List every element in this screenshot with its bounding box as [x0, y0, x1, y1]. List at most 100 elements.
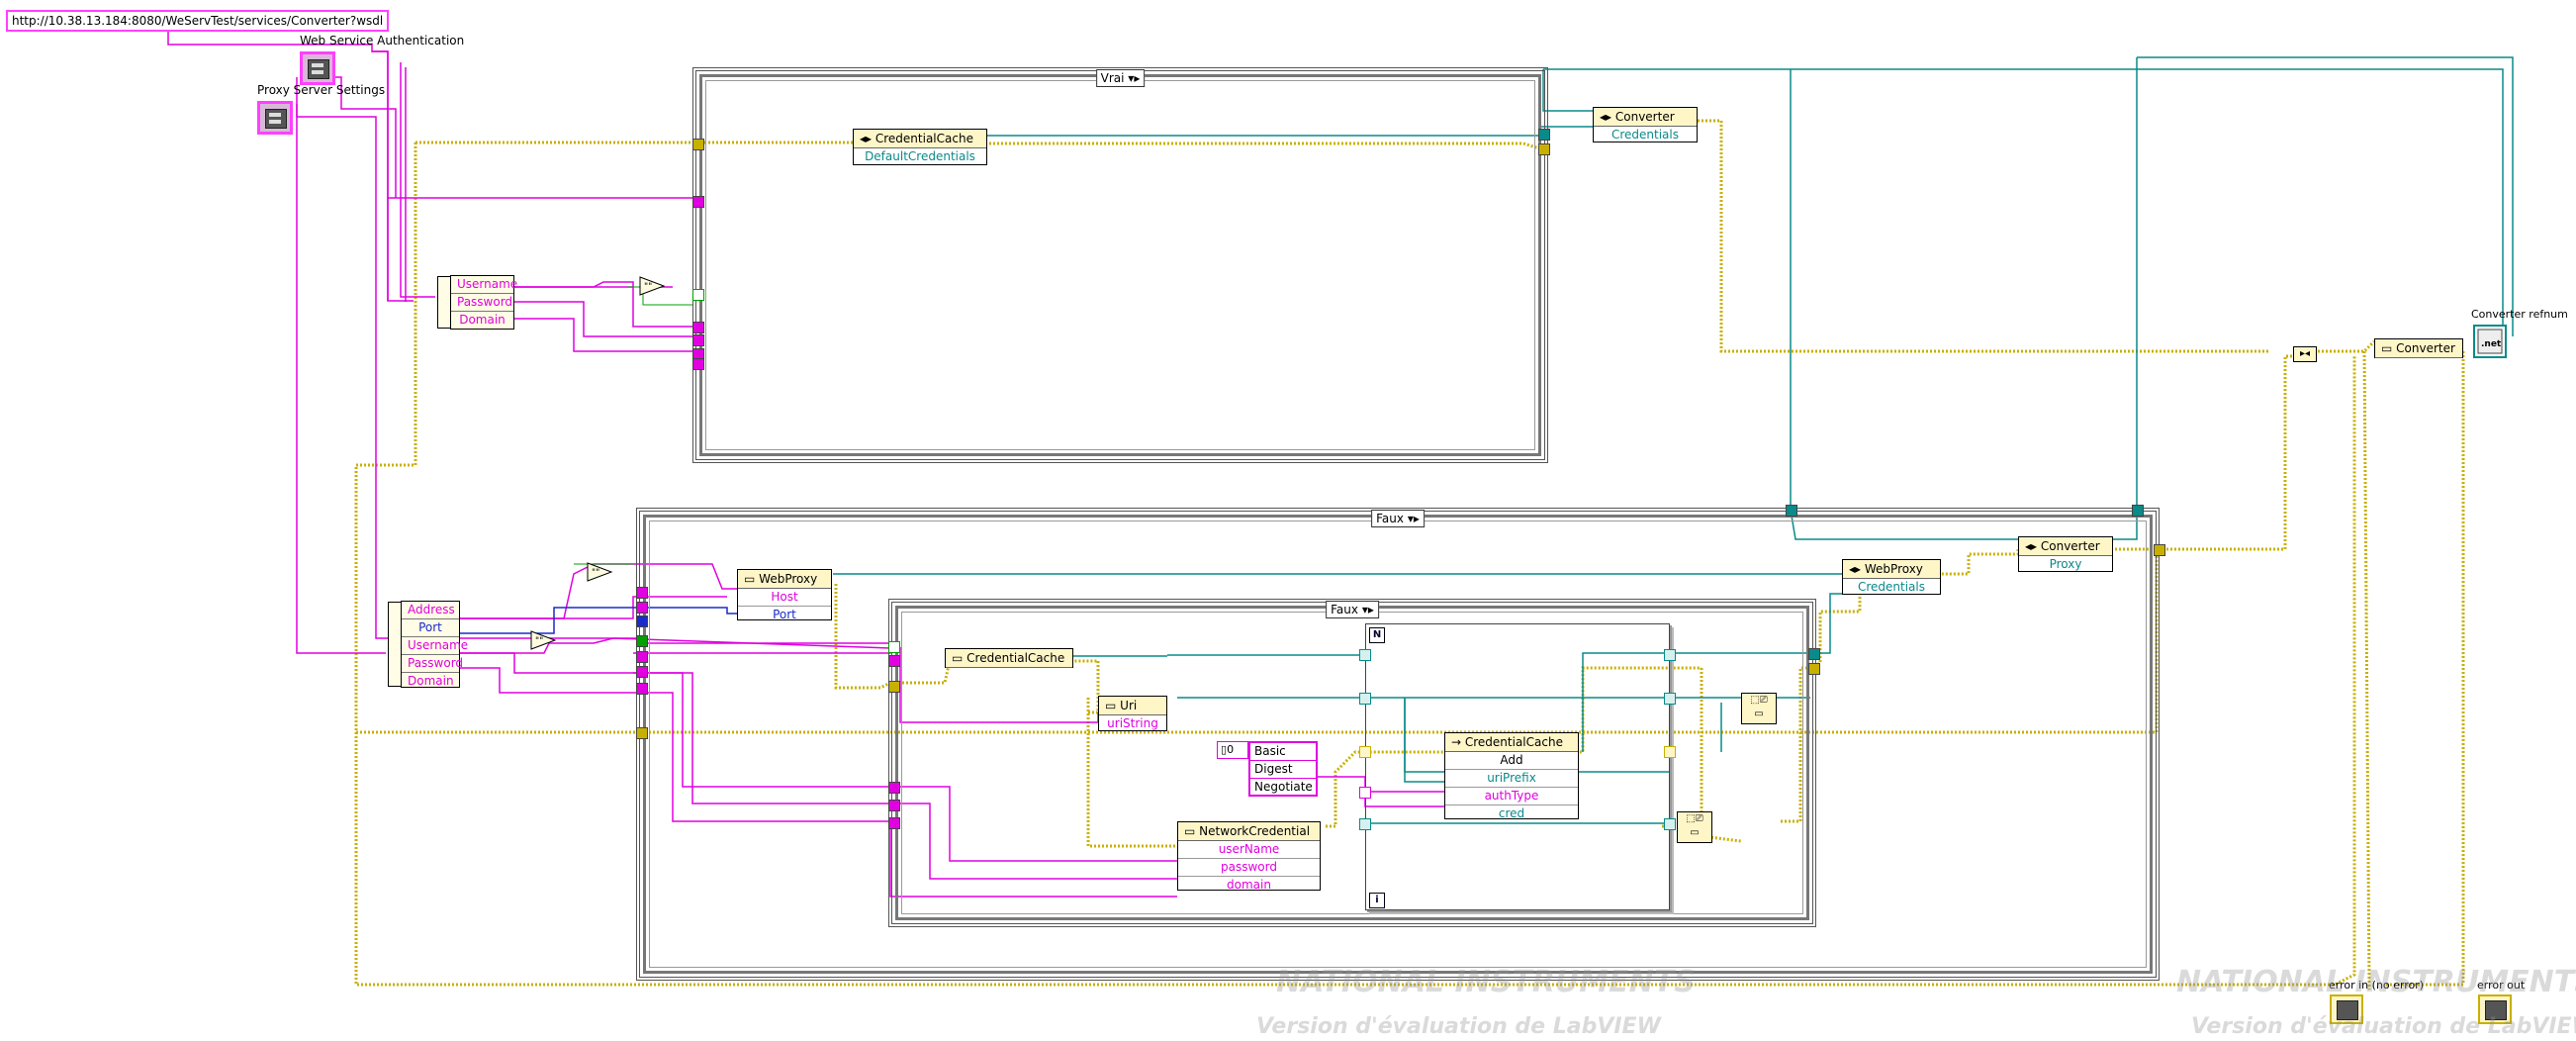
credential-cache-add-method[interactable]: → CredentialCache Add uriPrefix authType… — [1444, 732, 1579, 820]
case-selector-inner[interactable]: Faux ▾▸ — [1326, 601, 1379, 618]
svg-text:"": "" — [644, 282, 652, 292]
case-tunnel — [636, 602, 648, 614]
webproxy-constructor[interactable]: ▭ WebProxy Host Port — [737, 569, 832, 621]
case-tunnel — [692, 196, 704, 208]
loop-tunnel — [1664, 649, 1676, 661]
loop-count-terminal: N — [1369, 627, 1385, 643]
case-tunnel — [636, 727, 648, 739]
unbundle-item: Username — [402, 637, 468, 655]
unbundle-item: Password — [451, 294, 513, 312]
case-tunnel — [1808, 648, 1820, 660]
uri-constructor[interactable]: ▭ Uri uriString — [1098, 696, 1167, 731]
network-credential-header: ▭ NetworkCredential — [1178, 822, 1320, 841]
case-tunnel — [1786, 505, 1797, 517]
loop-tunnel — [1664, 746, 1676, 758]
case-structure-inner[interactable]: Faux ▾▸ — [888, 599, 1816, 927]
default-credentials-item: DefaultCredentials — [865, 149, 975, 163]
converter-constructor[interactable]: ▭ Converter — [2374, 338, 2463, 358]
auth-type-ring[interactable]: Basic Digest Negotiate — [1248, 741, 1318, 797]
empty-string-test-icon[interactable]: "" — [638, 275, 668, 297]
credential-cache-header: ◂▸ CredentialCache — [854, 130, 986, 148]
web-service-auth-control[interactable] — [300, 51, 335, 85]
converter-proxy-item: Proxy — [2049, 557, 2082, 571]
case-tunnel — [692, 139, 704, 150]
converter-proxy-header: ◂▸ Converter — [2019, 537, 2112, 556]
case-tunnel — [2154, 544, 2165, 556]
close-reference-icon[interactable]: ⬚⎚▭ — [1741, 693, 1777, 724]
loop-tunnel — [1359, 818, 1371, 830]
empty-string-test-icon[interactable]: "" — [586, 561, 615, 583]
webproxy-header: ▭ WebProxy — [738, 570, 831, 589]
ni-watermark-text: Version d'évaluation de LabVIEW — [2191, 1014, 2576, 1039]
loop-tunnel — [1359, 746, 1371, 758]
case-tunnel — [1538, 143, 1550, 155]
ni-watermark-brand: NATIONAL INSTRUMENTS — [1276, 965, 1696, 999]
case-structure-true[interactable]: Vrai ▾▸ — [692, 67, 1548, 463]
unbundle-auth[interactable]: Username Password Domain — [437, 275, 517, 330]
network-credential-constructor[interactable]: ▭ NetworkCredential userName password do… — [1177, 821, 1321, 892]
case-selector-false[interactable]: Faux ▾▸ — [1371, 510, 1425, 527]
network-credential-input: domain — [1227, 878, 1271, 892]
error-out-indicator[interactable] — [2478, 994, 2512, 1024]
ni-watermark-text: Version d'évaluation de LabVIEW — [1256, 1014, 1661, 1039]
case-selector-true[interactable]: Vrai ▾▸ — [1095, 69, 1146, 87]
case-tunnel — [636, 587, 648, 599]
converter-proxy-node[interactable]: ◂▸ Converter Proxy — [2018, 536, 2113, 572]
case-tunnel — [636, 651, 648, 663]
uri-string-input: uriString — [1107, 716, 1158, 730]
credential-cache-constructor[interactable]: ▭ CredentialCache — [945, 648, 1073, 668]
case-tunnel — [636, 666, 648, 678]
credential-cache-property-node[interactable]: ◂▸ CredentialCache DefaultCredentials — [853, 129, 987, 165]
cluster-icon — [2485, 1000, 2507, 1020]
webproxy-property-node[interactable]: ◂▸ WebProxy Credentials — [1842, 559, 1941, 595]
auth-type-option: Negotiate — [1254, 780, 1313, 794]
unbundle-item: Domain — [408, 674, 454, 688]
network-credential-input: password — [1178, 859, 1320, 877]
network-credential-input: userName — [1178, 841, 1320, 859]
unbundle-item: Password — [402, 655, 463, 673]
loop-tunnel — [1359, 649, 1371, 661]
credential-cache-ctor-header: ▭ CredentialCache — [946, 649, 1072, 668]
case-tunnel — [692, 322, 704, 333]
ring-index-constant[interactable]: ▯0 — [1217, 741, 1248, 759]
error-in-control[interactable] — [2330, 994, 2363, 1024]
loop-tunnel — [1664, 818, 1676, 830]
svg-text:.net: .net — [2481, 339, 2502, 349]
proxy-settings-control[interactable] — [257, 101, 293, 135]
credentials-item: Credentials — [1610, 128, 1679, 142]
case-tunnel — [1808, 663, 1820, 675]
case-tunnel — [692, 334, 704, 346]
uri-header: ▭ Uri — [1099, 697, 1166, 715]
add-input: authType — [1445, 788, 1578, 805]
case-tunnel — [636, 635, 648, 647]
web-service-auth-label: Web Service Authentication — [300, 34, 465, 47]
loop-tunnel — [1359, 693, 1371, 705]
unbundle-item: Domain — [459, 313, 506, 327]
add-method-name: Add — [1445, 752, 1578, 770]
case-structure-false[interactable]: Faux ▾▸ — [636, 508, 2160, 981]
merge-errors-node[interactable]: ▸◂ — [2293, 346, 2317, 362]
empty-string-test-icon[interactable]: "" — [529, 629, 559, 651]
case-tunnel — [888, 641, 900, 653]
close-reference-icon[interactable]: ⬚⎚▭ — [1677, 811, 1712, 843]
converter-refnum-label: Converter refnum — [2471, 308, 2568, 321]
unbundle-rail — [388, 602, 402, 687]
auth-type-option: Basic — [1250, 743, 1316, 761]
cluster-icon — [265, 109, 287, 129]
webproxy-prop-header: ◂▸ WebProxy — [1843, 560, 1940, 579]
converter-node-header: ◂▸ Converter — [1594, 108, 1697, 127]
loop-tunnel — [1359, 787, 1371, 799]
case-tunnel — [2132, 505, 2144, 517]
unbundle-proxy[interactable]: Address Port Username Password Domain — [388, 601, 468, 688]
for-loop[interactable] — [1365, 623, 1670, 910]
proxy-settings-label: Proxy Server Settings — [257, 83, 386, 97]
unbundle-item: Username — [451, 276, 517, 294]
wsdl-url-constant[interactable]: http://10.38.13.184:8080/WeServTest/serv… — [6, 10, 390, 32]
add-input: uriPrefix — [1445, 770, 1578, 788]
ni-watermark-brand: NATIONAL INSTRUMENTS — [2176, 965, 2576, 999]
cluster-icon — [2337, 1000, 2358, 1020]
converter-credentials-node[interactable]: ◂▸ Converter Credentials — [1593, 107, 1698, 142]
case-tunnel — [888, 817, 900, 829]
webproxy-input: Port — [773, 608, 796, 621]
converter-refnum-indicator[interactable]: .net — [2473, 325, 2507, 358]
